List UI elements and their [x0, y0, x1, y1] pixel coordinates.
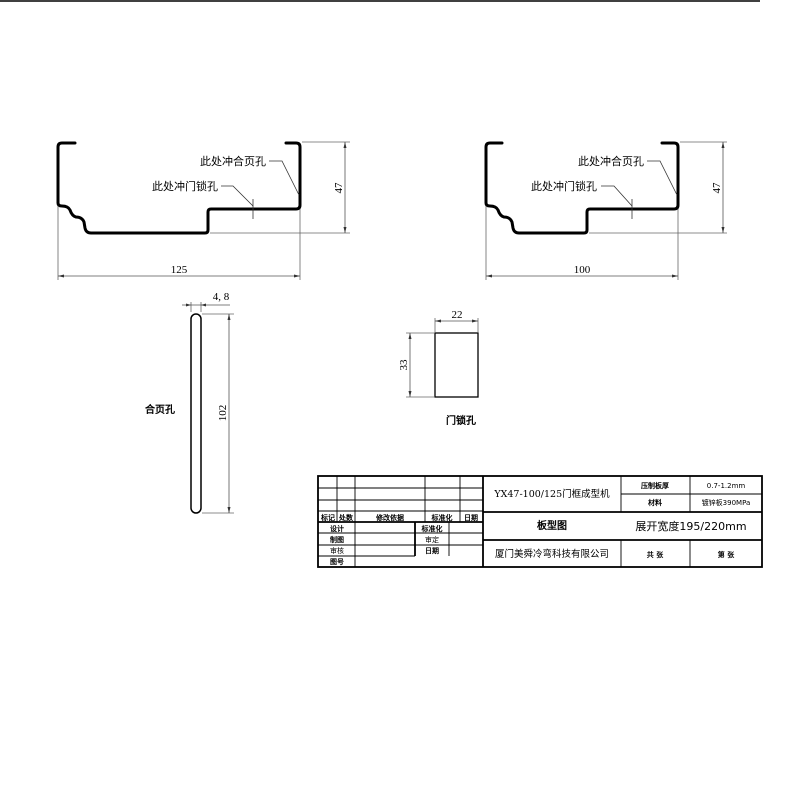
tb-drawing-name: 板型图 — [537, 519, 567, 532]
hinge-hole-slot — [190, 313, 202, 514]
tb-drawing-label: 制图 — [330, 535, 344, 544]
tb-approve-label: 审定 — [425, 535, 439, 544]
tb-drawing-no-label: 图号 — [330, 557, 344, 566]
hinge-hole-height-dim: 102 — [217, 405, 229, 422]
tb-machine-name: YX47-100/125门框成型机 — [493, 488, 610, 500]
profile-100-width-dim: 100 — [574, 264, 591, 276]
hinge-hole-label: 合页孔 — [144, 403, 175, 416]
tb-unfold-width: 展开宽度195/220mm — [635, 519, 746, 533]
tb-header-basis: 修改依据 — [375, 513, 404, 522]
title-block: 标记 处数 修改依据 标准化 日期 设计 制图 审核 图号 标准化 审定 日期 … — [317, 475, 763, 568]
profile-100-lock-note: 此处冲门锁孔 — [531, 179, 597, 193]
tb-header-count: 处数 — [338, 513, 354, 522]
tb-design-label: 设计 — [330, 524, 344, 533]
lock-hole-label: 门锁孔 — [446, 414, 476, 427]
profile-125-drawing: 125 47 此处冲合页孔 此处冲门锁孔 — [56, 141, 350, 280]
profile-100-hinge-note: 此处冲合页孔 — [578, 154, 644, 168]
lock-hole-height-dim: 33 — [398, 359, 410, 371]
profile-125-outline — [56, 141, 302, 235]
lock-hole-width-dim: 22 — [452, 309, 463, 321]
tb-standardization-label: 标准化 — [421, 524, 443, 533]
lock-hole-rect — [434, 332, 479, 398]
tb-header-date: 日期 — [464, 513, 478, 522]
tb-date-label: 日期 — [425, 546, 439, 555]
tb-review-label: 审核 — [330, 546, 344, 555]
tb-thickness-value: 0.7-1.2mm — [707, 482, 746, 490]
profile-100-outline — [484, 141, 680, 235]
hinge-hole-drawing: 4, 8 102 合页孔 — [144, 291, 234, 514]
tb-thickness-label: 压制板厚 — [641, 481, 669, 490]
profile-100-drawing: 100 47 此处冲合页孔 此处冲门锁孔 — [484, 141, 727, 280]
tb-header-standard: 标准化 — [431, 513, 453, 522]
profile-100-height-dim: 47 — [711, 182, 723, 194]
profile-125-width-dim: 125 — [171, 264, 188, 276]
tb-total-sheets: 共 张 — [647, 550, 664, 559]
profile-125-hinge-note: 此处冲合页孔 — [200, 154, 266, 168]
lock-hole-drawing: 22 33 门锁孔 — [398, 309, 479, 427]
profile-125-lock-note: 此处冲门锁孔 — [152, 179, 218, 193]
tb-company: 厦门美舜冷弯科技有限公司 — [495, 548, 609, 560]
tb-material-label: 材料 — [647, 498, 662, 507]
profile-125-height-dim: 47 — [333, 182, 345, 194]
hinge-hole-width-dim: 4, 8 — [213, 291, 230, 303]
tb-sheet-no: 第 张 — [718, 550, 735, 559]
tb-header-mark: 标记 — [320, 513, 335, 522]
tb-material-value: 镀锌板390MPa — [702, 498, 751, 507]
